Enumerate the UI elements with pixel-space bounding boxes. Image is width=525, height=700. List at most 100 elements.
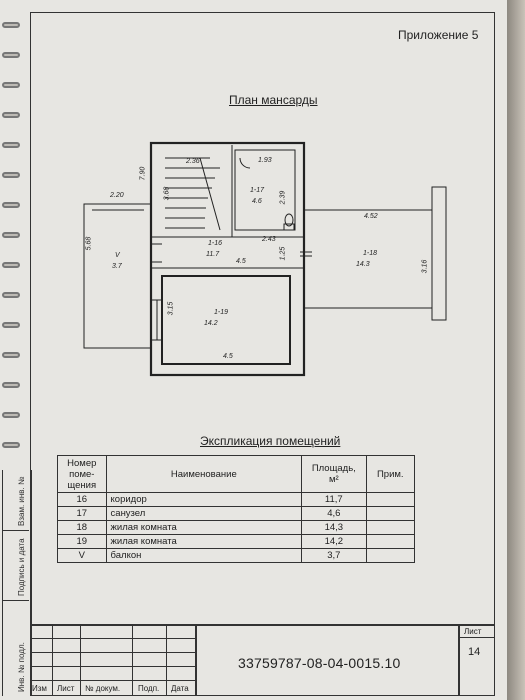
sheet-label: Лист [464, 627, 482, 636]
cell-name: балкон [105, 548, 303, 563]
room-19-id: 1-19 [214, 309, 229, 316]
table-header-row: Номер поме-щения Наименование Площадь, м… [57, 455, 416, 493]
cell-area: 14,2 [301, 534, 367, 549]
document-number: 33759787-08-04-0015.10 [238, 655, 401, 671]
stamp-rule [30, 638, 195, 639]
header-area: Площадь, м² [301, 455, 367, 493]
cell-note [365, 520, 416, 535]
stamp-rule [195, 624, 197, 696]
page-edge-shadow [507, 0, 525, 700]
dimension-label: 2.39 [279, 190, 287, 205]
stamp-rule [30, 680, 195, 681]
stamp-col-label: Лист [57, 684, 75, 693]
cell-number: 18 [57, 520, 107, 535]
room-17-id: 1-17 [250, 187, 265, 194]
dimension-label: 3.15 [167, 301, 175, 316]
plan-title: План мансарды [229, 93, 318, 107]
title-block: 33759787-08-04-0015.10 Лист 14 Изм Лист … [30, 624, 495, 696]
cell-note [365, 534, 416, 549]
dimension-label: 5.68 [85, 236, 93, 251]
header-name: Наименование [105, 455, 303, 493]
binding-ring [2, 442, 20, 448]
side-strip-divider [3, 530, 29, 531]
table-row: 17 санузел 4,6 [57, 506, 416, 521]
stamp-rule [52, 624, 53, 696]
stamp-col-label: Изм [32, 684, 47, 693]
cell-number: 19 [57, 534, 107, 549]
binding-ring [2, 142, 20, 148]
stamp-rule [458, 624, 460, 696]
table-row: 16 коридор 11,7 [57, 492, 416, 507]
stamp-rule [30, 652, 195, 653]
dimension-label: 1.25 [279, 246, 287, 261]
binding-ring [2, 82, 20, 88]
room-16-id: 1-16 [208, 240, 223, 247]
cell-area: 11,7 [301, 492, 367, 507]
sheet-number: 14 [468, 646, 481, 658]
explication-table: Номер поме-щения Наименование Площадь, м… [57, 455, 416, 563]
explication-title: Экспликация помещений [200, 434, 341, 448]
document-sheet [0, 0, 507, 700]
side-strip-label: Подпись и дата [17, 538, 26, 596]
stamp-rule [166, 624, 167, 696]
stamp-col-label: Подп. [138, 684, 160, 693]
stamp-col-label: Дата [171, 684, 189, 693]
cell-area: 4,6 [301, 506, 367, 521]
stamp-col-label: № докум. [85, 684, 121, 693]
balcony-id: V [115, 252, 120, 259]
dimension-label: 2.36 [186, 158, 200, 165]
stamp-rule [30, 624, 495, 626]
table-row: 18 жилая комната 14,3 [57, 520, 416, 535]
binding-ring [2, 292, 20, 298]
cell-name: санузел [105, 506, 303, 521]
cell-area: 3,7 [301, 548, 367, 563]
stamp-rule [80, 624, 81, 696]
header-note: Прим. [365, 455, 416, 493]
room-19-area: 14.2 [204, 320, 218, 327]
binding-ring [2, 22, 20, 28]
dimension-label: 4.5 [236, 258, 246, 265]
appendix-label: Приложение 5 [398, 28, 479, 42]
cell-note [365, 492, 416, 507]
dimension-label: 3.68 [163, 186, 171, 201]
cell-note [365, 506, 416, 521]
stamp-rule [132, 624, 133, 696]
dimension-label: 1.93 [258, 157, 272, 164]
dimension-label: 2.43 [262, 236, 276, 243]
cell-area: 14,3 [301, 520, 367, 535]
table-row: V балкон 3,7 [57, 548, 416, 563]
cell-number: 16 [57, 492, 107, 507]
binding-ring [2, 52, 20, 58]
room-17-area: 4.6 [252, 198, 262, 205]
binding-ring [2, 202, 20, 208]
cell-name: жилая комната [105, 520, 303, 535]
cell-name: коридор [105, 492, 303, 507]
side-strip-label: Взам. инв. № [17, 476, 26, 526]
dimension-label: 4.5 [223, 353, 233, 360]
cell-name: жилая комната [105, 534, 303, 549]
dimension-label: 7.90 [139, 166, 147, 181]
dimension-label: 3.16 [421, 259, 429, 274]
balcony-area: 3.7 [112, 263, 122, 270]
binding-ring [2, 352, 20, 358]
side-strip-label: Инв. № подл. [17, 642, 26, 692]
binding-ring [2, 232, 20, 238]
binding-ring [2, 412, 20, 418]
binding-ring [2, 112, 20, 118]
binding-ring [2, 172, 20, 178]
binding-ring [2, 322, 20, 328]
room-18-area: 14.3 [356, 261, 370, 268]
dimension-label: 4.52 [364, 213, 378, 220]
stamp-rule [30, 666, 195, 667]
dimension-label: 2.20 [110, 192, 124, 199]
side-strip: Инв. № подл. Подпись и дата Взам. инв. № [2, 470, 32, 696]
binding-ring [2, 262, 20, 268]
cell-note [365, 548, 416, 563]
table-row: 19 жилая комната 14,2 [57, 534, 416, 549]
cell-number: V [57, 548, 107, 563]
stamp-rule [458, 637, 495, 638]
drawing-frame [30, 12, 495, 696]
plan-walls [83, 141, 447, 377]
header-number: Номер поме-щения [57, 455, 107, 493]
room-18-id: 1-18 [363, 250, 378, 257]
